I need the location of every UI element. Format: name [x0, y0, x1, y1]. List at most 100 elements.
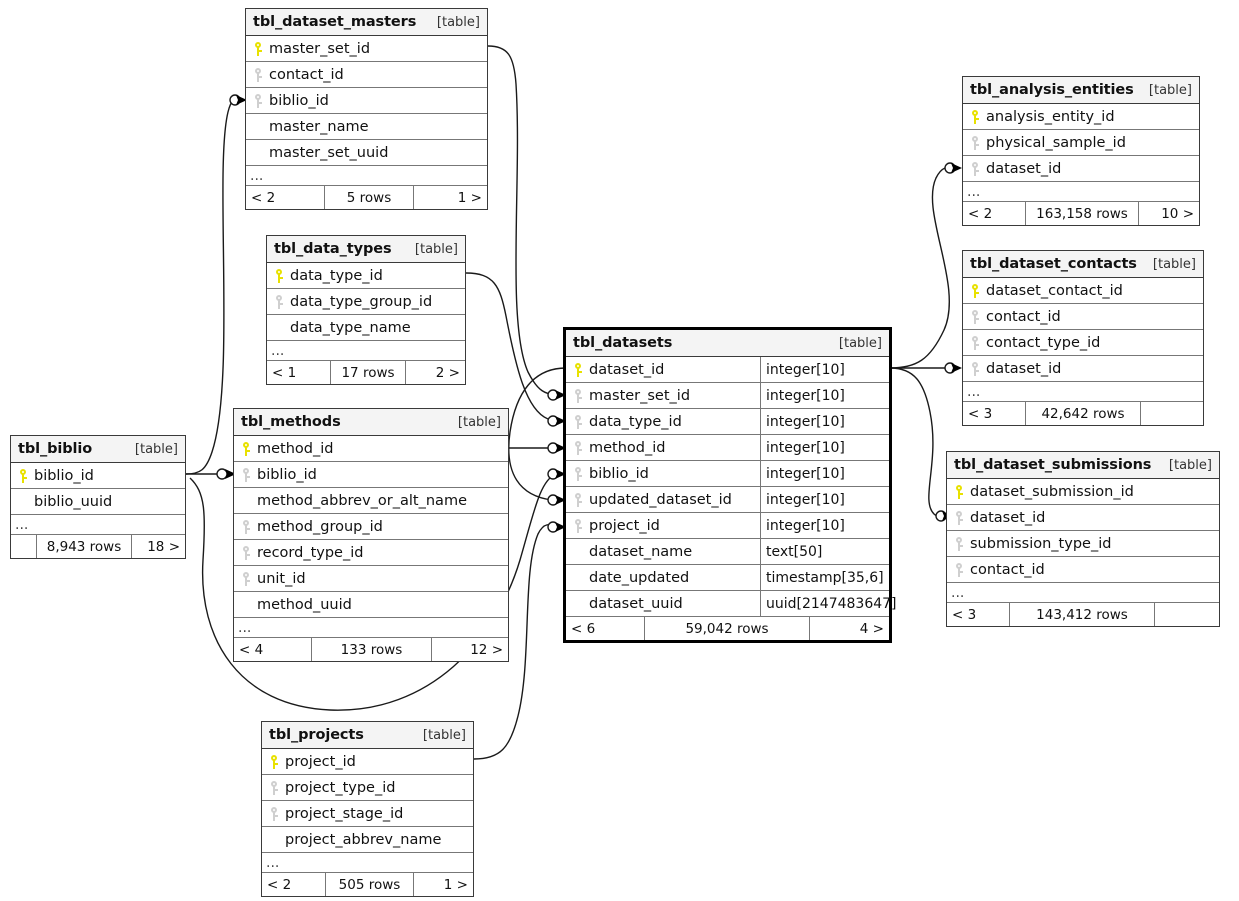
row-count: 5 rows: [324, 186, 413, 209]
field-row[interactable]: record_type_id: [234, 540, 508, 566]
field-row[interactable]: method_id integer[10]: [566, 435, 889, 461]
field-row[interactable]: master_name: [246, 114, 487, 140]
row-count: 133 rows: [311, 638, 431, 661]
field-row[interactable]: method_group_id: [234, 514, 508, 540]
next-page-button[interactable]: 1 >: [413, 186, 487, 209]
row-count: 42,642 rows: [1025, 402, 1140, 425]
table-tbl-dataset-submissions[interactable]: tbl_dataset_submissions [table] dataset_…: [946, 451, 1220, 627]
field-row[interactable]: biblio_uuid: [11, 489, 185, 515]
field-row[interactable]: biblio_id integer[10]: [566, 461, 889, 487]
field-type: integer[10]: [760, 409, 889, 434]
primary-key-icon: [15, 468, 31, 484]
field-row[interactable]: dataset_id: [947, 505, 1219, 531]
field-row[interactable]: biblio_id: [11, 463, 185, 489]
table-footer: 8,943 rows 18 >: [11, 535, 185, 558]
table-header: tbl_projects [table]: [262, 722, 473, 749]
field-row[interactable]: analysis_entity_id: [963, 104, 1199, 130]
table-header: tbl_methods [table]: [234, 409, 508, 436]
field-row[interactable]: updated_dataset_id integer[10]: [566, 487, 889, 513]
field-row[interactable]: data_type_id: [267, 263, 465, 289]
table-footer: < 4 133 rows 12 >: [234, 638, 508, 661]
table-header: tbl_data_types [table]: [267, 236, 465, 263]
table-tbl-data-types[interactable]: tbl_data_types [table] data_type_id data…: [266, 235, 466, 385]
field-row[interactable]: dataset_submission_id: [947, 479, 1219, 505]
field-row[interactable]: master_set_uuid: [246, 140, 487, 166]
table-tbl-biblio[interactable]: tbl_biblio [table] biblio_id biblio_uuid…: [10, 435, 186, 559]
prev-page-button[interactable]: < 1: [272, 364, 297, 381]
next-page-button[interactable]: 18 >: [131, 535, 185, 558]
field-row[interactable]: data_type_id integer[10]: [566, 409, 889, 435]
field-row[interactable]: contact_id: [963, 304, 1203, 330]
foreign-key-icon: [967, 309, 983, 325]
field-row[interactable]: contact_id: [947, 557, 1219, 583]
prev-page-button[interactable]: < 2: [251, 189, 276, 206]
row-count: 59,042 rows: [644, 617, 809, 640]
prev-page-button[interactable]: < 3: [968, 405, 993, 422]
next-page-button[interactable]: 1 >: [413, 873, 473, 896]
foreign-key-icon: [238, 571, 254, 587]
next-page-button[interactable]: 10 >: [1138, 202, 1199, 225]
table-tbl-methods[interactable]: tbl_methods [table] method_id biblio_id …: [233, 408, 509, 662]
foreign-key-icon: [570, 414, 586, 430]
field-row[interactable]: master_set_id integer[10]: [566, 383, 889, 409]
next-page-button[interactable]: 4 >: [809, 617, 889, 640]
foreign-key-icon: [250, 67, 266, 83]
field-row[interactable]: dataset_id integer[10]: [566, 357, 889, 383]
primary-key-icon: [238, 441, 254, 457]
table-tbl-analysis-entities[interactable]: tbl_analysis_entities [table] analysis_e…: [962, 76, 1200, 226]
field-row[interactable]: unit_id: [234, 566, 508, 592]
field-row[interactable]: submission_type_id: [947, 531, 1219, 557]
field-row[interactable]: dataset_contact_id: [963, 278, 1203, 304]
more-fields-indicator: ...: [246, 166, 487, 186]
next-page-button[interactable]: [1140, 402, 1203, 425]
field-row[interactable]: project_stage_id: [262, 801, 473, 827]
field-type: uuid[2147483647]: [760, 591, 897, 616]
prev-page-button[interactable]: < 2: [267, 876, 292, 893]
field-row[interactable]: data_type_name: [267, 315, 465, 341]
field-row[interactable]: physical_sample_id: [963, 130, 1199, 156]
next-page-button[interactable]: [1154, 603, 1219, 626]
table-tbl-dataset-contacts[interactable]: tbl_dataset_contacts [table] dataset_con…: [962, 250, 1204, 426]
foreign-key-icon: [967, 335, 983, 351]
field-row[interactable]: contact_type_id: [963, 330, 1203, 356]
table-tbl-dataset-masters[interactable]: tbl_dataset_masters [table] master_set_i…: [245, 8, 488, 210]
row-count: 163,158 rows: [1025, 202, 1138, 225]
prev-page-button[interactable]: < 6: [571, 620, 596, 637]
field-row[interactable]: project_abbrev_name: [262, 827, 473, 853]
field-row[interactable]: project_id integer[10]: [566, 513, 889, 539]
field-row[interactable]: data_type_group_id: [267, 289, 465, 315]
next-page-button[interactable]: 2 >: [405, 361, 465, 384]
table-tbl-datasets[interactable]: tbl_datasets [table] dataset_id integer[…: [563, 327, 897, 643]
field-name: unit_id: [257, 570, 306, 587]
field-row[interactable]: dataset_name text[50]: [566, 539, 889, 565]
field-row[interactable]: biblio_id: [246, 88, 487, 114]
prev-page-button[interactable]: [11, 535, 36, 558]
field-row[interactable]: method_id: [234, 436, 508, 462]
field-row[interactable]: project_type_id: [262, 775, 473, 801]
field-row[interactable]: contact_id: [246, 62, 487, 88]
prev-page-button[interactable]: < 4: [239, 641, 264, 658]
field-row[interactable]: date_updated timestamp[35,6]: [566, 565, 889, 591]
prev-page-button[interactable]: < 2: [968, 205, 993, 222]
field-name: master_set_id: [269, 40, 371, 57]
table-tbl-projects[interactable]: tbl_projects [table] project_id project_…: [261, 721, 474, 897]
next-page-button[interactable]: 12 >: [431, 638, 508, 661]
field-row[interactable]: dataset_uuid uuid[2147483647]: [566, 591, 897, 617]
table-header: tbl_biblio [table]: [11, 436, 185, 463]
field-row[interactable]: dataset_id: [963, 156, 1199, 182]
field-row[interactable]: dataset_id: [963, 356, 1203, 382]
foreign-key-icon: [951, 510, 967, 526]
prev-page-button[interactable]: < 3: [952, 606, 977, 623]
field-row[interactable]: master_set_id: [246, 36, 487, 62]
field-row[interactable]: biblio_id: [234, 462, 508, 488]
field-name: biblio_id: [589, 465, 649, 482]
table-type-tag: [table]: [436, 14, 480, 30]
table-footer: < 3 42,642 rows: [963, 402, 1203, 425]
foreign-key-icon: [570, 388, 586, 404]
foreign-key-icon: [951, 562, 967, 578]
field-name: dataset_id: [986, 160, 1062, 177]
foreign-key-icon: [967, 135, 983, 151]
field-row[interactable]: project_id: [262, 749, 473, 775]
field-row[interactable]: method_uuid: [234, 592, 508, 618]
field-row[interactable]: method_abbrev_or_alt_name: [234, 488, 508, 514]
